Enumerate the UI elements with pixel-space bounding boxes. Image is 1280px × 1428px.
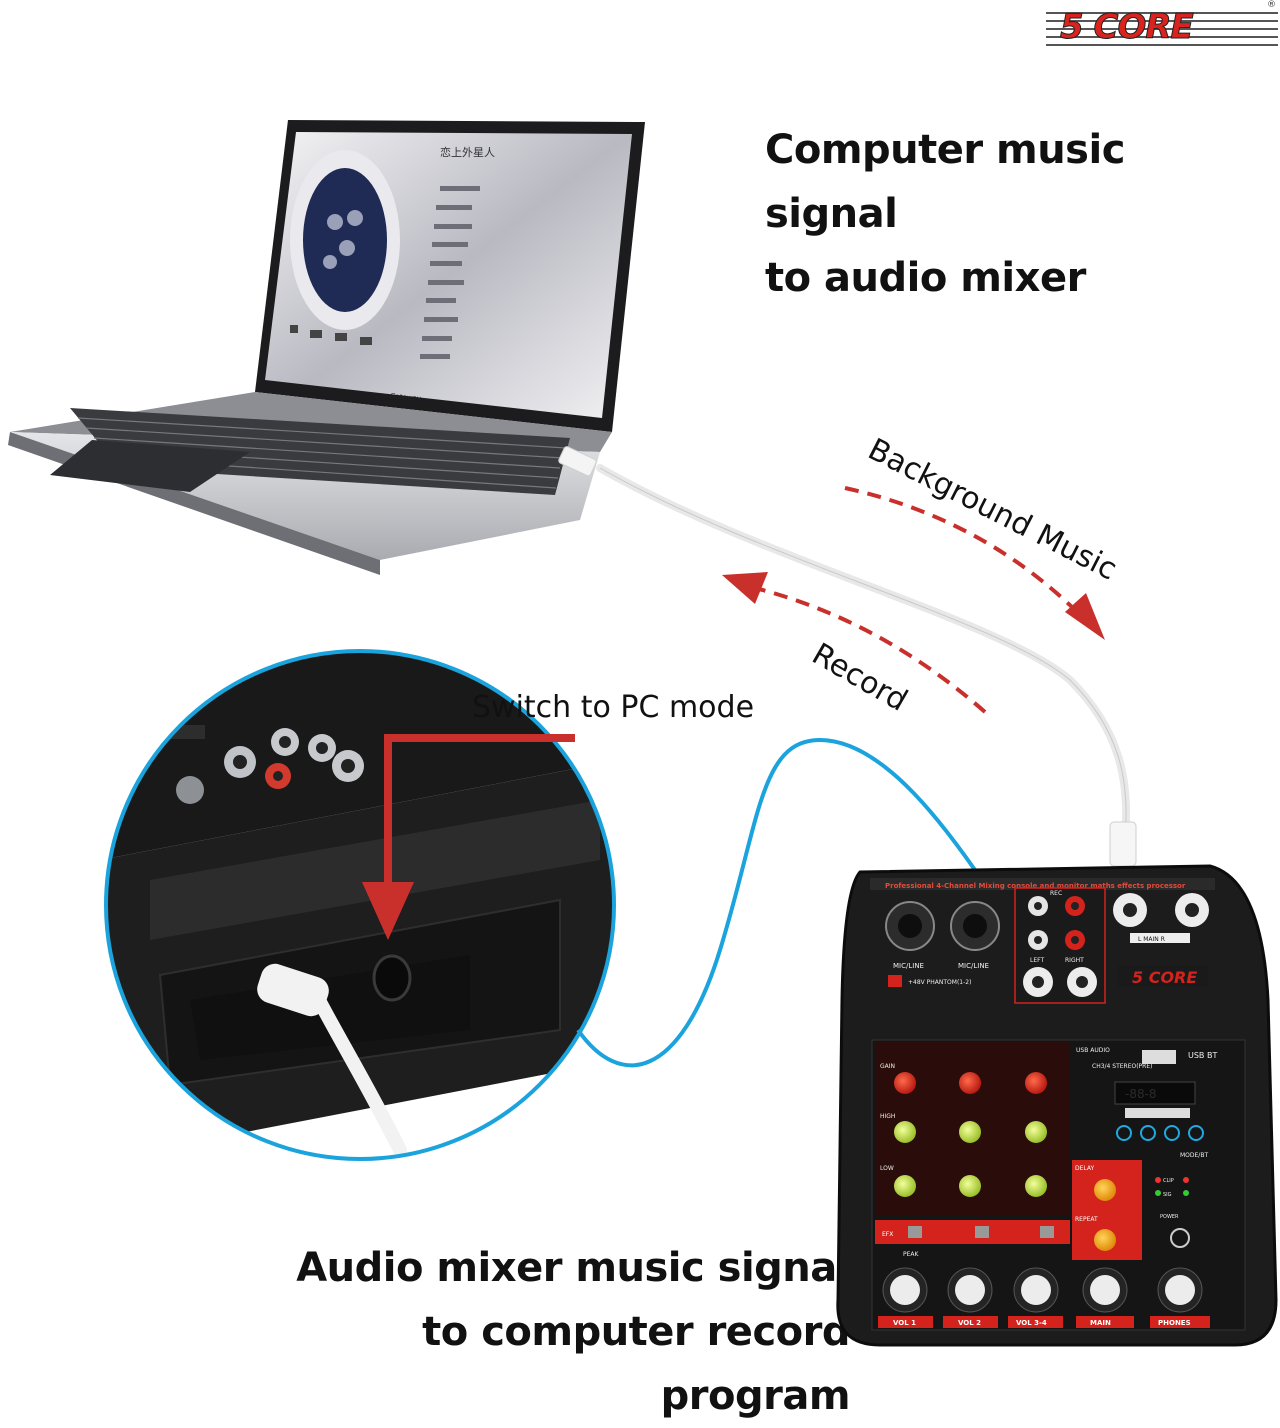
zoom-jacks <box>150 725 364 804</box>
logo-stripe <box>1046 44 1278 46</box>
delay-knob <box>1094 1179 1116 1201</box>
album-cover <box>303 168 387 312</box>
top-heading-line1: Computer music signal <box>765 127 1125 237</box>
callout-line <box>576 737 977 1068</box>
phones-label: PHONES <box>1158 1319 1191 1327</box>
mode-label: MODE/BT <box>1180 1152 1208 1159</box>
usb-audio-label: USB AUDIO <box>1076 1047 1110 1054</box>
mixer-inputs <box>885 901 1000 951</box>
switch-to-pc-label: Switch to PC mode <box>472 690 755 725</box>
usb-bt-label: USB BT <box>1188 1051 1217 1060</box>
vol1-label: VOL 1 <box>893 1319 916 1327</box>
top-heading-line2: to audio mixer <box>765 255 1086 301</box>
logo-stripe <box>1046 20 1278 22</box>
rec-label: REC <box>1050 890 1062 897</box>
ch34-label: CH3/4 STEREO(PRE) <box>1092 1063 1152 1070</box>
input-label-1: MIC/LINE <box>893 962 924 970</box>
record-label: Record <box>806 637 913 719</box>
player-buttons <box>1116 1125 1204 1141</box>
logo-text: 5 CORE <box>1060 7 1195 48</box>
svg-text:-88-8: -88-8 <box>1125 1087 1157 1101</box>
screen-song-title: 恋上外星人 <box>440 145 495 159</box>
audio-mixer: Professional 4-Channel Mixing console an… <box>836 864 1278 1347</box>
record-arrow <box>722 572 987 714</box>
clip-label: CLIP <box>1163 1178 1174 1184</box>
left-label: LEFT <box>1030 957 1044 964</box>
repeat-knob <box>1094 1229 1116 1251</box>
phantom-switch <box>888 975 902 987</box>
mixer-logo: 5 CORE <box>1132 968 1197 987</box>
main-out-label: L MAIN R <box>1138 936 1165 943</box>
efx-label: EFX <box>882 1231 893 1238</box>
zoom-circle-border <box>104 649 616 1161</box>
high-label: HIGH <box>880 1113 895 1120</box>
usb-port <box>1142 1050 1176 1064</box>
peak-label: PEAK <box>903 1251 920 1258</box>
laptop-usb-plug <box>558 446 597 477</box>
touchpad <box>50 440 250 492</box>
right-label: RIGHT <box>1065 957 1084 964</box>
lyrics <box>420 186 480 359</box>
vol2-label: VOL 2 <box>958 1319 981 1327</box>
main-label: MAIN <box>1090 1319 1111 1327</box>
logo-stripe <box>1046 28 1278 30</box>
mixer-header: Professional 4-Channel Mixing console an… <box>885 882 1186 890</box>
switch-pointer-arrow <box>362 734 575 940</box>
top-heading: Computer music signal to audio mixer <box>765 118 1265 310</box>
laptop-brand: Gateway <box>390 392 422 403</box>
vol34-label: VOL 3-4 <box>1016 1319 1047 1327</box>
power-button <box>1170 1228 1190 1248</box>
mixer-usb-plug <box>1109 821 1137 867</box>
channel-knobs <box>894 1072 1047 1197</box>
registered-mark: ® <box>1267 0 1276 10</box>
input-label-2: MIC/LINE <box>958 962 989 970</box>
gain-label: GAIN <box>880 1063 895 1070</box>
volume-knobs <box>882 1267 1203 1313</box>
repeat-label: REPEAT <box>1075 1216 1098 1223</box>
laptop: 恋上外星人 Gateway <box>8 120 645 575</box>
phantom-label: +48V PHANTOM(1-2) <box>908 979 971 986</box>
rca-jacks <box>1023 896 1097 997</box>
background-music-label: Background Music <box>862 432 1122 588</box>
led-display <box>1114 1081 1196 1105</box>
bottom-heading-line1: Audio mixer music signal <box>296 1245 850 1291</box>
low-label: LOW <box>880 1165 894 1172</box>
logo-stripe <box>1046 36 1278 38</box>
delay-label: DELAY <box>1075 1165 1095 1172</box>
brand-logo: 5 CORE ® <box>1046 0 1278 48</box>
logo-stripe <box>1046 12 1278 14</box>
sig-label: SIG <box>1163 1192 1172 1198</box>
illustration: 恋上外星人 Gateway <box>8 120 1278 1347</box>
zoom-usb-plug <box>257 963 329 1017</box>
power-label: POWER <box>1160 1214 1179 1220</box>
background-music-arrow <box>844 486 1105 640</box>
pc-mode-switch <box>372 954 412 1002</box>
